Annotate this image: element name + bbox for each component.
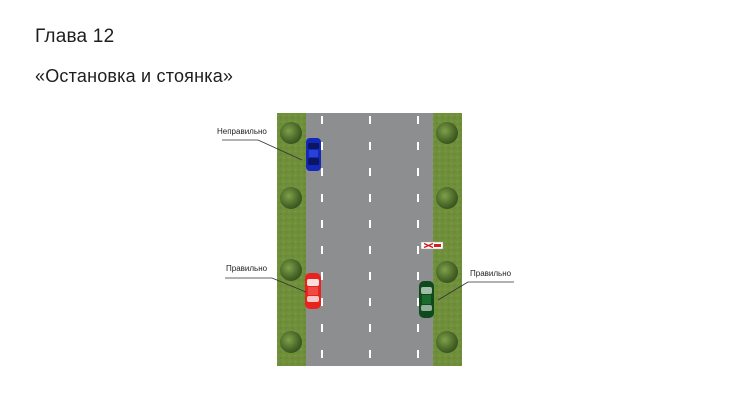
label-correct-left: Правильно (226, 264, 268, 273)
tree-icon (436, 261, 458, 283)
tree-icon (280, 259, 302, 281)
callout-incorrect: Неправильно (217, 127, 303, 161)
red-car-icon (305, 273, 321, 309)
tree-icon (436, 122, 458, 144)
callout-correct-left: Правильно (225, 264, 307, 293)
trees (280, 122, 458, 353)
green-car-icon (419, 281, 434, 318)
road-sign-icon (420, 241, 444, 250)
label-incorrect: Неправильно (217, 127, 267, 136)
lane-markings (321, 116, 419, 366)
slide-subtitle: «Остановка и стоянка» (35, 66, 234, 86)
callout-correct-right: Правильно (437, 269, 514, 301)
blue-car-icon (306, 138, 321, 171)
label-correct-right: Правильно (470, 269, 512, 278)
tree-icon (280, 331, 302, 353)
tree-icon (436, 187, 458, 209)
chapter-title: Глава 12 (35, 26, 115, 47)
right-verge (433, 113, 462, 366)
tree-icon (280, 187, 302, 209)
tree-icon (280, 122, 302, 144)
tree-icon (436, 331, 458, 353)
roadway (306, 113, 433, 366)
